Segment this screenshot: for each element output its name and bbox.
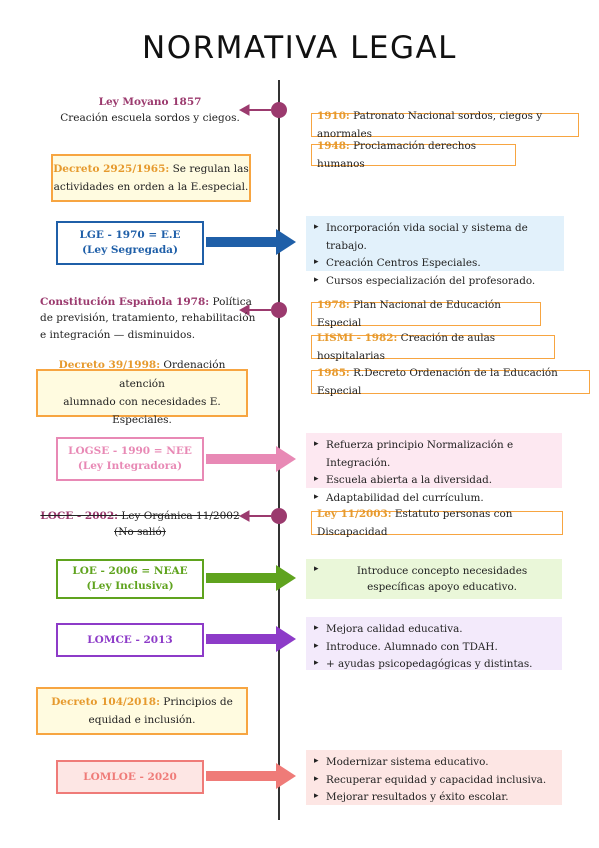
constitucion-text2: de previsión, tratamiento, rehabilitació… bbox=[40, 312, 256, 325]
logse-line2: (Ley Integradora) bbox=[77, 460, 183, 472]
lomloe-line1: LOMLOE - 2020 bbox=[83, 770, 177, 783]
label-1978: 1978: bbox=[317, 298, 350, 311]
text-lismi: Creación de aulas hospitalarias bbox=[317, 331, 496, 362]
lge-item-3: Cursos especialización del profesorado. bbox=[314, 273, 558, 291]
arrow-lomloe bbox=[206, 763, 296, 789]
lomce-item-1: Mejora calidad educativa. bbox=[314, 621, 556, 639]
lge-details: Incorporación vida social y sistema de t… bbox=[306, 216, 564, 288]
text-1948: Proclamación derechos humanos bbox=[317, 139, 477, 170]
arrow-lge bbox=[206, 229, 296, 255]
text-ley-11-2003: Estatuto personas con Discapacidad bbox=[317, 507, 513, 538]
decreto-2925-text: Se regulan las bbox=[169, 162, 249, 175]
constitucion-text3: e integración — disminuidos. bbox=[40, 328, 196, 341]
decreto-2925-label: Decreto 2925/1965: bbox=[53, 162, 170, 175]
lomce-item-2: Introduce. Alumnado con TDAH. bbox=[314, 639, 556, 657]
decreto-39-label: Decreto 39/1998: bbox=[58, 359, 161, 372]
box-1948: 1948: Proclamación derechos humanos bbox=[311, 140, 516, 170]
arrow-moyano bbox=[238, 104, 271, 116]
page-title: NORMATIVA LEGAL bbox=[142, 30, 457, 66]
label-1910: 1910: bbox=[317, 109, 350, 122]
decreto-2925-box: Decreto 2925/1965: Se regulan las activi… bbox=[51, 154, 251, 202]
arrow-constitucion bbox=[238, 304, 271, 316]
loe-line2: (Ley Inclusiva) bbox=[86, 580, 174, 592]
loce-line1: LOCE - 2002: Ley Orgánica 11/2002 bbox=[40, 510, 240, 522]
ley-moyano-entry: Ley Moyano 1857 Creación escuela sordos … bbox=[55, 94, 245, 127]
decreto-104-label: Decreto 104/2018: bbox=[51, 695, 160, 708]
timeline-dot-2002 bbox=[271, 508, 287, 524]
lomce-details: Mejora calidad educativa. Introduce. Alu… bbox=[306, 617, 562, 671]
lomloe-item-3: Mejorar resultados y éxito escolar. bbox=[314, 789, 556, 807]
lomce-line1: LOMCE - 2013 bbox=[87, 633, 173, 646]
decreto-2925-text2: actividades en orden a la E.especial. bbox=[53, 181, 249, 193]
logse-line1: LOGSE - 1990 = NEE bbox=[68, 444, 192, 457]
label-1948: 1948: bbox=[317, 139, 350, 152]
ley-moyano-name: Ley Moyano 1857 bbox=[98, 96, 202, 108]
box-ley-11-2003: Ley 11/2003: Estatuto personas con Disca… bbox=[311, 507, 563, 538]
text-1985: R.Decreto Ordenación de la Educación Esp… bbox=[317, 366, 558, 397]
box-1910: 1910: Patronato Nacional sordos, ciegos … bbox=[311, 109, 579, 140]
logse-item-1: Refuerza principio Normalización e Integ… bbox=[314, 437, 556, 472]
loce-line2: (No salió) bbox=[114, 526, 166, 539]
decreto-104-box: Decreto 104/2018: Principios de equidad … bbox=[36, 687, 248, 735]
box-1985: 1985: R.Decreto Ordenación de la Educaci… bbox=[311, 366, 590, 397]
loce-entry: LOCE - 2002: Ley Orgánica 11/2002 (No sa… bbox=[40, 508, 240, 541]
logse-item-3: Adaptabilidad del currículum. bbox=[314, 490, 556, 508]
lge-item-1: Incorporación vida social y sistema de t… bbox=[314, 220, 558, 255]
ley-moyano-text: Creación escuela sordos y ciegos. bbox=[60, 112, 240, 125]
decreto-104-text2: equidad e inclusión. bbox=[88, 714, 196, 726]
lge-box: LGE - 1970 = E.E (Ley Segregada) bbox=[56, 221, 204, 265]
lomloe-item-1: Modernizar sistema educativo. bbox=[314, 754, 556, 772]
timeline-dot-1857 bbox=[271, 102, 287, 118]
label-1985: 1985: bbox=[317, 366, 350, 379]
constitucion-text: Política bbox=[209, 296, 252, 308]
lomloe-details: Modernizar sistema educativo. Recuperar … bbox=[306, 750, 562, 805]
lomce-box: LOMCE - 2013 bbox=[56, 623, 204, 657]
arrow-logse bbox=[206, 446, 296, 472]
decreto-39-text: Ordenación atención bbox=[119, 359, 226, 390]
lge-item-2: Creación Centros Especiales. bbox=[314, 255, 558, 273]
text-1910: Patronato Nacional sordos, ciegos y anor… bbox=[317, 109, 543, 140]
lge-line2: (Ley Segregada) bbox=[82, 244, 178, 256]
logse-box: LOGSE - 1990 = NEE (Ley Integradora) bbox=[56, 437, 204, 481]
decreto-39-box: Decreto 39/1998: Ordenación atención alu… bbox=[36, 359, 248, 426]
lge-line1: LGE - 1970 = E.E bbox=[79, 228, 181, 241]
logse-item-2: Escuela abierta a la diversidad. bbox=[314, 472, 556, 490]
text-1978: Plan Nacional de Educación Especial bbox=[317, 298, 501, 329]
lomloe-item-2: Recuperar equidad y capacidad inclusiva. bbox=[314, 772, 556, 790]
logse-details: Refuerza principio Normalización e Integ… bbox=[306, 433, 562, 505]
decreto-104-text: Principios de bbox=[159, 695, 233, 708]
label-lismi: LISMI - 1982: bbox=[317, 331, 398, 344]
constitucion-entry: Constitución Española 1978: Política de … bbox=[40, 294, 270, 343]
loe-line1: LOE - 2006 = NEAE bbox=[72, 564, 188, 577]
timeline-dot-1978 bbox=[271, 302, 287, 318]
box-1978: 1978: Plan Nacional de Educación Especia… bbox=[311, 298, 541, 329]
box-lismi: LISMI - 1982: Creación de aulas hospital… bbox=[311, 331, 555, 362]
label-ley-11-2003: Ley 11/2003: bbox=[317, 507, 392, 520]
lomloe-box: LOMLOE - 2020 bbox=[56, 760, 204, 794]
arrow-lomce bbox=[206, 626, 296, 652]
lomce-item-3: + ayudas psicopedagógicas y distintas. bbox=[314, 656, 556, 674]
loe-details: Introduce concepto necesidades específic… bbox=[306, 559, 562, 599]
constitucion-label: Constitución Española 1978: bbox=[40, 296, 210, 308]
decreto-39-text2: alumnado con necesidades E. Especiales. bbox=[63, 396, 221, 427]
arrow-loe bbox=[206, 565, 296, 591]
arrow-loce bbox=[238, 510, 271, 522]
loe-box: LOE - 2006 = NEAE (Ley Inclusiva) bbox=[56, 559, 204, 599]
loe-item-1: Introduce concepto necesidades específic… bbox=[314, 563, 556, 595]
